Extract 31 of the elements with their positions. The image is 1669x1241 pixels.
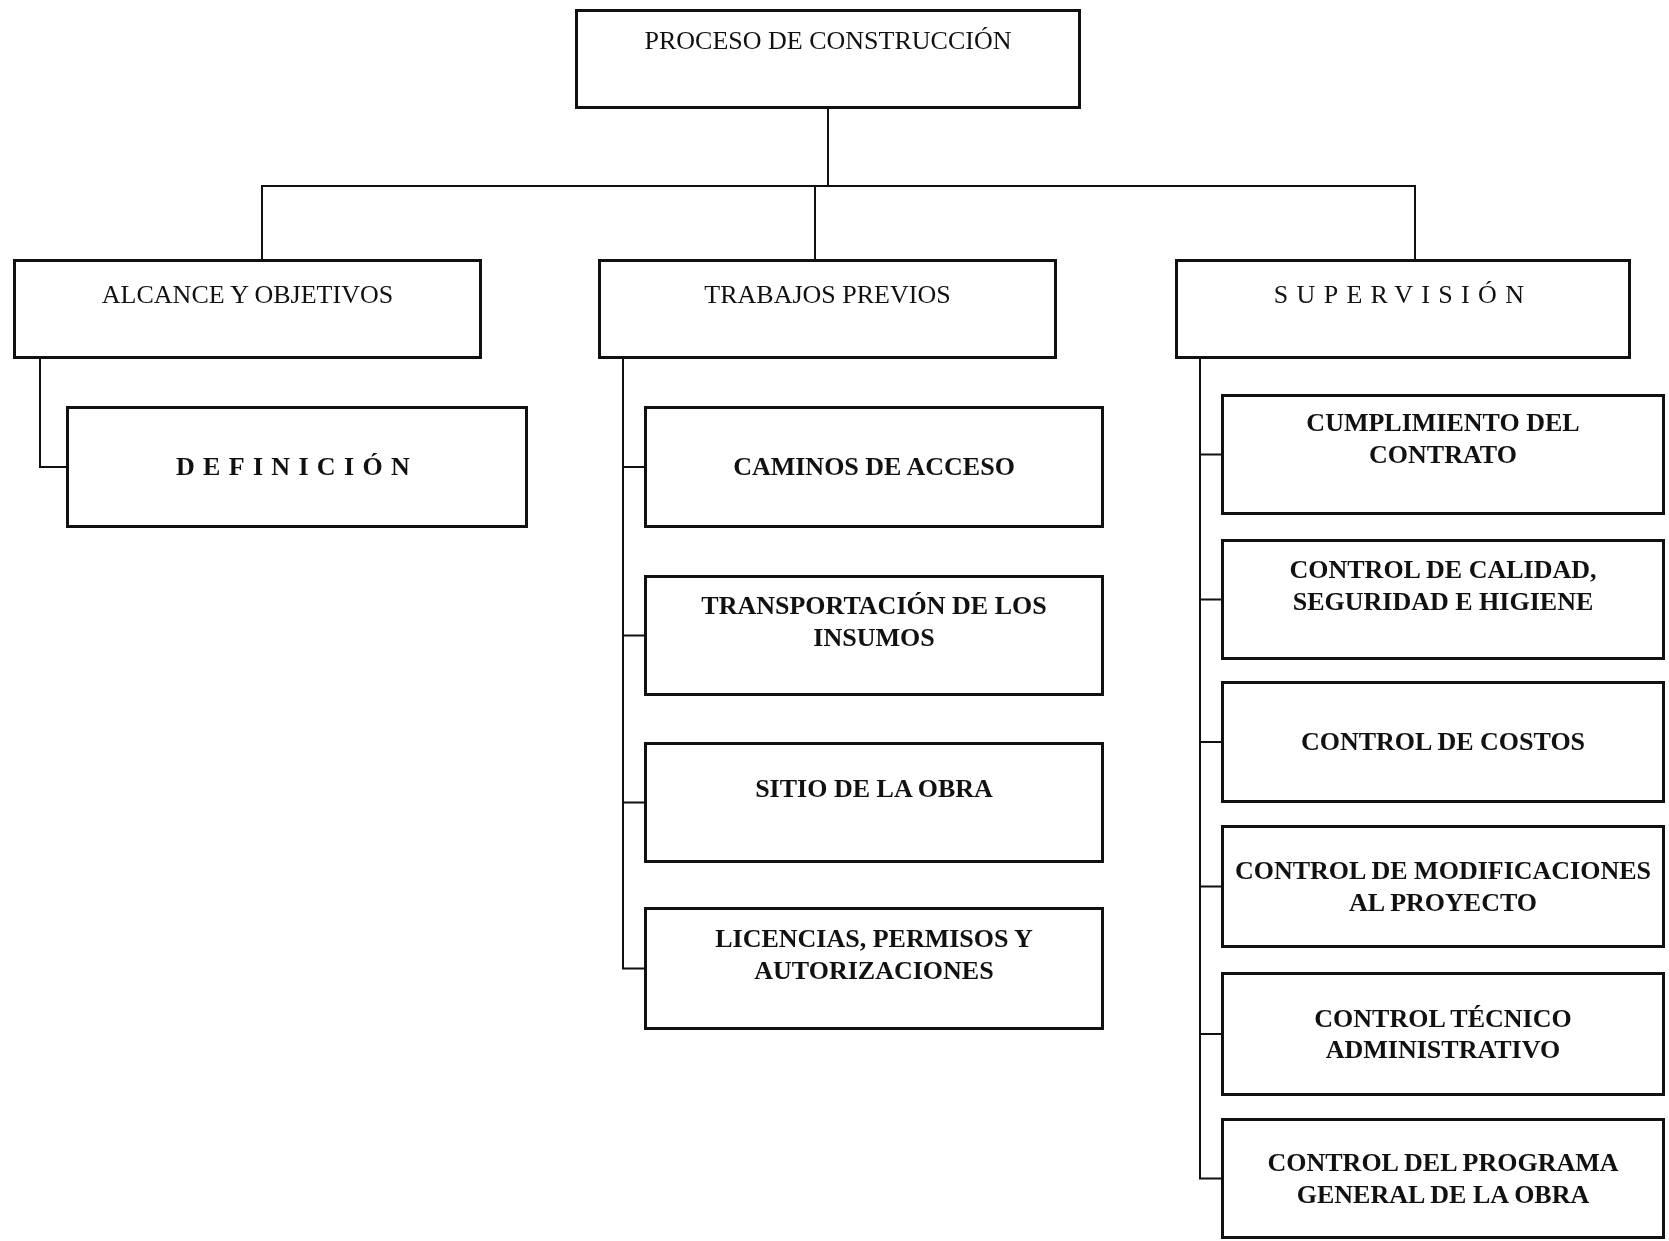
box-label: TRANSPORTACIÓN DE LOS INSUMOS	[700, 590, 1048, 653]
box-label: TRABAJOS PREVIOS	[704, 279, 951, 311]
box-label: ALCANCE Y OBJETIVOS	[101, 279, 394, 311]
box-label: SUPERVISIÓN	[1273, 279, 1533, 311]
text-box	[1221, 394, 1665, 515]
box-label: SITIO DE LA OBRA	[755, 772, 993, 805]
text-box	[644, 907, 1104, 1030]
box-label: CONTROL DE CALIDAD, SEGURIDAD E HIGIENE	[1288, 554, 1598, 617]
text-box	[1221, 1118, 1665, 1239]
text-box	[644, 575, 1104, 696]
box-label: CONTROL TÉCNICO ADMINISTRATIVO	[1313, 1002, 1573, 1066]
box-label: CAMINOS DE ACCESO	[733, 451, 1015, 483]
text-box	[66, 406, 528, 528]
text-box	[1175, 259, 1631, 359]
text-box	[1221, 825, 1665, 948]
box-label: PROCESO DE CONSTRUCCIÓN	[644, 25, 1012, 57]
text-box	[1221, 681, 1665, 803]
box-label: CONTROL DE MODIFICACIONES AL PROYECTO	[1234, 855, 1652, 918]
text-box	[644, 742, 1104, 863]
text-box	[1221, 972, 1665, 1096]
box-label: DEFINICIÓN	[175, 451, 419, 483]
box-label: CONTROL DE COSTOS	[1300, 726, 1586, 758]
text-box	[644, 406, 1104, 528]
text-box	[575, 9, 1081, 109]
box-label: CUMPLIMIENTO DEL CONTRATO	[1305, 407, 1581, 470]
text-box	[598, 259, 1057, 359]
text-box	[1221, 539, 1665, 660]
box-label: CONTROL DEL PROGRAMA GENERAL DE LA OBRA	[1266, 1147, 1620, 1210]
text-box	[13, 259, 482, 359]
connector-line	[39, 358, 67, 468]
box-label: LICENCIAS, PERMISOS Y AUTORIZACIONES	[714, 923, 1034, 986]
